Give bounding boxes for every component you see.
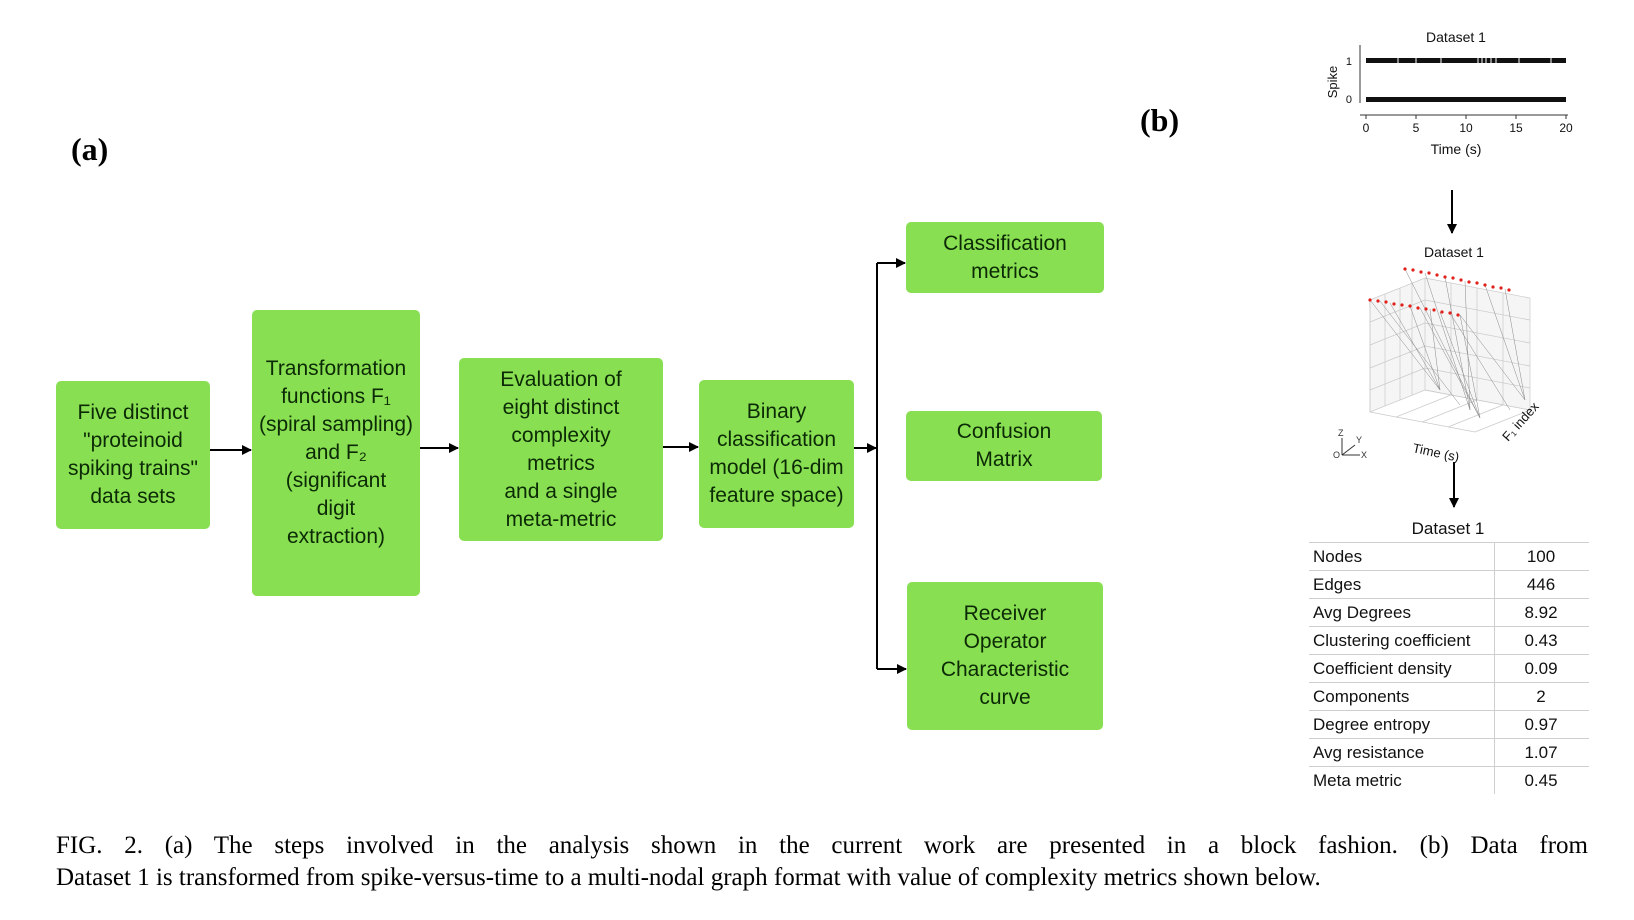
figure-caption-line-1: FIG. 2. (a) The steps involved in the an… [56,832,1588,859]
spike-series-level-0 [1366,97,1566,102]
table-row: Components 2 [1309,682,1589,711]
table-row: Clustering coefficient 0.43 [1309,626,1589,655]
table-row-value: 1.07 [1524,743,1558,762]
table-row-key: Coefficient density [1313,659,1452,678]
spike-train-chart: Dataset 1 Spike 1 0 0 5 10 15 20 Time (s… [1325,29,1573,157]
table-row-key: Edges [1313,575,1362,594]
spike-chart-xlabel: Time (s) [1431,141,1482,157]
graph-3d-title: Dataset 1 [1424,244,1484,260]
table-row-key: Clustering coefficient [1313,631,1471,650]
table-row-value: 0.45 [1524,771,1558,790]
panel-a-label: (a) [71,131,109,167]
table-row: Meta metric 0.45 [1309,766,1589,795]
table-row: Avg resistance 1.07 [1309,738,1589,767]
figure-caption-line-2: Dataset 1 is transformed from spike-vers… [56,864,1321,891]
spike-chart-xtick-5: 5 [1413,121,1420,135]
box-classification-metrics: Classification metrics [906,222,1104,293]
table-row-key: Avg resistance [1313,743,1425,762]
box-datasets-text: Five distinct "proteinoid spiking trains… [67,401,198,508]
table-column-divider [1494,542,1495,794]
table-row-key: Meta metric [1313,771,1402,790]
graph-3d-edges [1369,268,1526,419]
box-confusion-text: Confusion Matrix [956,420,1052,471]
table-row: Coefficient density 0.09 [1309,654,1589,683]
spike-series-level-1 [1366,58,1566,63]
table-row-value: 446 [1526,575,1556,594]
table-row-key: Degree entropy [1313,715,1431,734]
box-confusion-matrix: Confusion Matrix [906,411,1102,481]
spike-gaps [1397,58,1552,63]
axes-triad [1341,438,1360,456]
table-row-value: 0.43 [1524,631,1558,650]
spike-chart-xtick-0: 0 [1363,121,1370,135]
spike-chart-xtick-15: 15 [1509,121,1523,135]
box-roc-text: Receiver Operator Characteristic curve [940,602,1070,709]
table-row-value: 0.09 [1524,659,1558,678]
graph-3d-panel: Dataset 1 [1333,244,1542,465]
table-row: Avg Degrees 8.92 [1309,598,1589,627]
spike-chart-ytick-1: 1 [1346,56,1352,68]
triad-o: O [1333,450,1340,460]
table-row-value: 100 [1526,547,1556,566]
table-title: Dataset 1 [1411,519,1485,538]
graph-3d-axis-time: Time (s) [1411,440,1460,464]
spike-chart-xtick-20: 20 [1559,121,1573,135]
box-classification-metrics-text: Classification metrics [943,231,1067,283]
spike-chart-ylabel: Spike [1325,66,1340,99]
panel-b-label: (b) [1140,102,1180,138]
box-binary-text: Binary classification model (16-dim feat… [709,400,844,507]
box-datasets: Five distinct "proteinoid spiking trains… [56,381,210,529]
triad-x: X [1361,450,1367,460]
table-row-value: 0.97 [1524,715,1558,734]
box-roc-curve: Receiver Operator Characteristic curve [907,582,1103,730]
triad-z: Z [1338,428,1344,438]
spike-chart-xtick-10: 10 [1459,121,1473,135]
table-row: Nodes 100 [1309,542,1589,571]
table-row: Degree entropy 0.97 [1309,710,1589,739]
box-evaluation-text: Evaluation of eight distinct complexity … [500,367,622,531]
table-row: Edges 446 [1309,570,1589,599]
box-evaluation: Evaluation of eight distinct complexity … [459,358,663,541]
graph-3d-nodes [1368,267,1511,317]
box-transformation-text: Transformation functions F₁ (spiral samp… [258,357,414,548]
table-row-key: Nodes [1313,547,1363,566]
spike-chart-ytick-0: 0 [1346,94,1352,106]
spike-chart-title: Dataset 1 [1426,29,1486,45]
box-binary-classification: Binary classification model (16-dim feat… [699,380,854,528]
graph-3d-grid [1369,277,1531,433]
table-row-key: Components [1313,687,1410,706]
triad-y: Y [1356,435,1362,445]
box-transformation: Transformation functions F₁ (spiral samp… [252,310,420,596]
table-row-value: 8.92 [1524,603,1558,622]
table-row-key: Avg Degrees [1313,603,1411,622]
table-row-value: 2 [1536,687,1546,706]
